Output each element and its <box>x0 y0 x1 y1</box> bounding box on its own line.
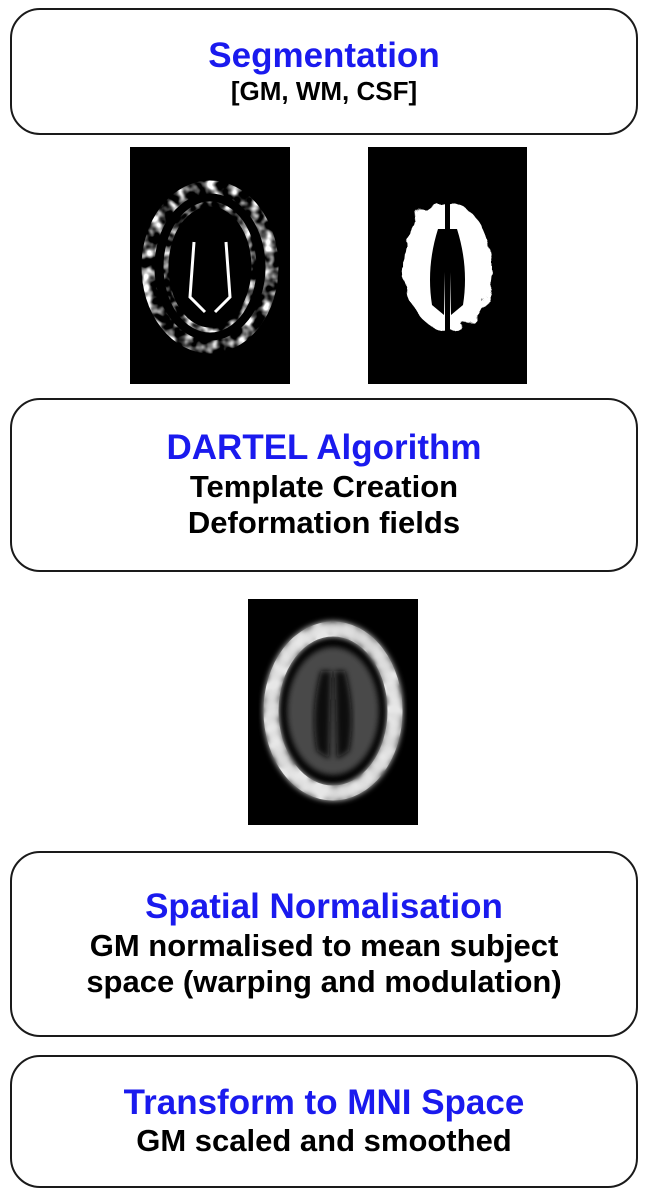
dartel-box: DARTEL Algorithm Template Creation Defor… <box>10 398 638 572</box>
spatial-normalisation-line-1: GM normalised to mean subject <box>89 927 559 963</box>
mni-transform-title: Transform to MNI Space <box>123 1083 525 1123</box>
segmentation-title: Segmentation <box>208 36 440 76</box>
mni-transform-line-1: GM scaled and smoothed <box>136 1123 512 1159</box>
segmentation-box: Segmentation [GM, WM, CSF] <box>10 8 638 135</box>
mni-transform-box: Transform to MNI Space GM scaled and smo… <box>10 1055 638 1188</box>
spatial-normalisation-title: Spatial Normalisation <box>145 887 503 927</box>
white-matter-image <box>368 147 527 384</box>
dartel-line-2: Deformation fields <box>187 505 461 541</box>
dartel-line-1: Template Creation <box>189 468 459 504</box>
segmentation-subtitle: [GM, WM, CSF] <box>230 76 418 107</box>
dartel-template-image <box>248 599 418 825</box>
gray-matter-image <box>130 147 290 384</box>
spatial-normalisation-box: Spatial Normalisation GM normalised to m… <box>10 851 638 1037</box>
dartel-title: DARTEL Algorithm <box>166 428 482 468</box>
spatial-normalisation-line-2: space (warping and modulation) <box>86 964 562 1000</box>
